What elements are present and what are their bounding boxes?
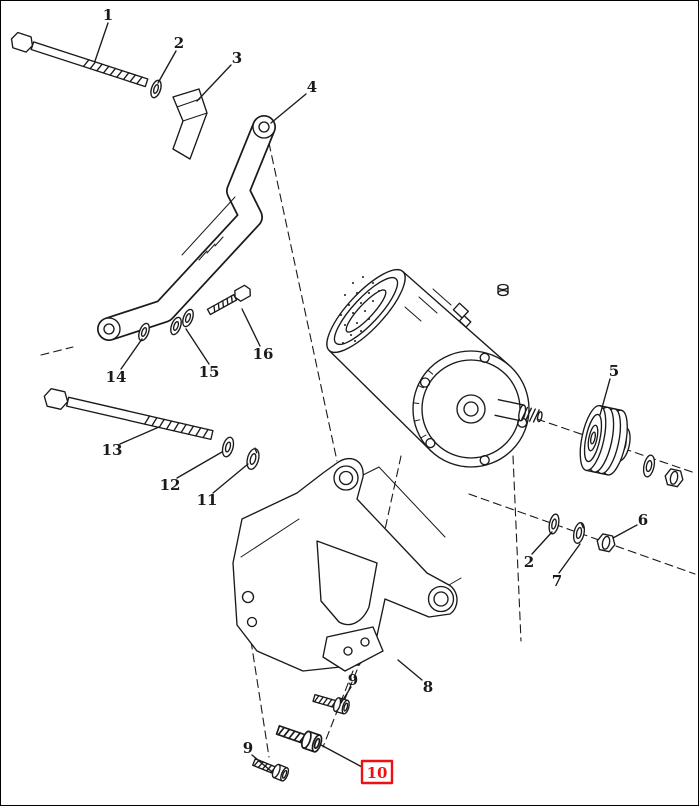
clip-bracket-3 bbox=[172, 88, 208, 160]
leader-line bbox=[212, 463, 249, 494]
lock-washer-7 bbox=[572, 522, 586, 544]
leader-line bbox=[196, 64, 232, 102]
leader-line bbox=[531, 531, 553, 555]
lock-washer-11 bbox=[246, 447, 260, 470]
leader-line bbox=[397, 659, 423, 681]
callout-8: 8 bbox=[423, 678, 433, 696]
washer-2-top bbox=[150, 79, 162, 99]
washer-15a bbox=[182, 308, 194, 328]
leader-line bbox=[340, 686, 352, 704]
mounting-bracket-8 bbox=[232, 458, 462, 672]
leader-line bbox=[120, 338, 143, 370]
hex-bolt-16 bbox=[206, 284, 251, 316]
callout-11: 11 bbox=[197, 491, 218, 509]
leader-line bbox=[251, 754, 272, 772]
hex-bolt-1 bbox=[10, 31, 149, 88]
callout-labels: 1 2 3 4 5 6 7 2 8 9 9 11 12 13 14 15 16 bbox=[102, 6, 649, 757]
highlighted-callout-10: 10 bbox=[360, 759, 394, 785]
hex-nut-6 bbox=[596, 533, 616, 553]
washer-12 bbox=[221, 436, 235, 458]
callout-6: 6 bbox=[638, 511, 648, 529]
callout-10: 10 bbox=[367, 764, 388, 782]
top-plug bbox=[497, 283, 509, 297]
pulley-5 bbox=[579, 404, 631, 476]
callout-12: 12 bbox=[160, 476, 181, 494]
terminal-studs bbox=[452, 302, 472, 328]
callout-14: 14 bbox=[106, 368, 127, 386]
stipple-texture bbox=[340, 276, 380, 344]
highlight-box bbox=[360, 759, 394, 785]
callout-7: 7 bbox=[552, 572, 562, 590]
leader-line bbox=[241, 308, 261, 347]
alternator-body bbox=[326, 268, 543, 468]
shaft-washer bbox=[642, 454, 656, 478]
leader-line bbox=[94, 22, 109, 62]
leader-line bbox=[185, 328, 210, 365]
callout-15: 15 bbox=[199, 363, 220, 381]
callout-2-mid: 2 bbox=[524, 553, 534, 571]
washer-2-mid bbox=[548, 513, 560, 535]
callout-5: 5 bbox=[609, 362, 619, 380]
leader-line bbox=[558, 543, 581, 574]
callout-13: 13 bbox=[102, 441, 123, 459]
leader-line bbox=[612, 524, 638, 539]
callout-2-top: 2 bbox=[174, 34, 184, 52]
leader-lines bbox=[94, 22, 638, 772]
leader-line bbox=[119, 426, 160, 445]
rotor-shaft bbox=[494, 398, 543, 423]
cap-screw-9-upper bbox=[311, 690, 352, 716]
leader-line bbox=[176, 451, 223, 479]
support-arm-4 bbox=[97, 115, 276, 341]
leader-line bbox=[320, 744, 363, 768]
callout-16: 16 bbox=[253, 345, 274, 363]
cap-screw-10 bbox=[274, 720, 325, 754]
callout-9-lower: 9 bbox=[243, 739, 253, 757]
callout-9-upper: 9 bbox=[348, 671, 358, 689]
hex-bolt-13 bbox=[43, 387, 214, 441]
washer-15b bbox=[170, 316, 182, 336]
callout-3: 3 bbox=[232, 49, 242, 67]
shaft-nut bbox=[664, 468, 684, 488]
leader-line bbox=[157, 50, 177, 84]
leader-line bbox=[599, 378, 611, 416]
leader-line bbox=[270, 93, 307, 124]
callout-1: 1 bbox=[103, 6, 113, 24]
callout-4: 4 bbox=[307, 78, 317, 96]
